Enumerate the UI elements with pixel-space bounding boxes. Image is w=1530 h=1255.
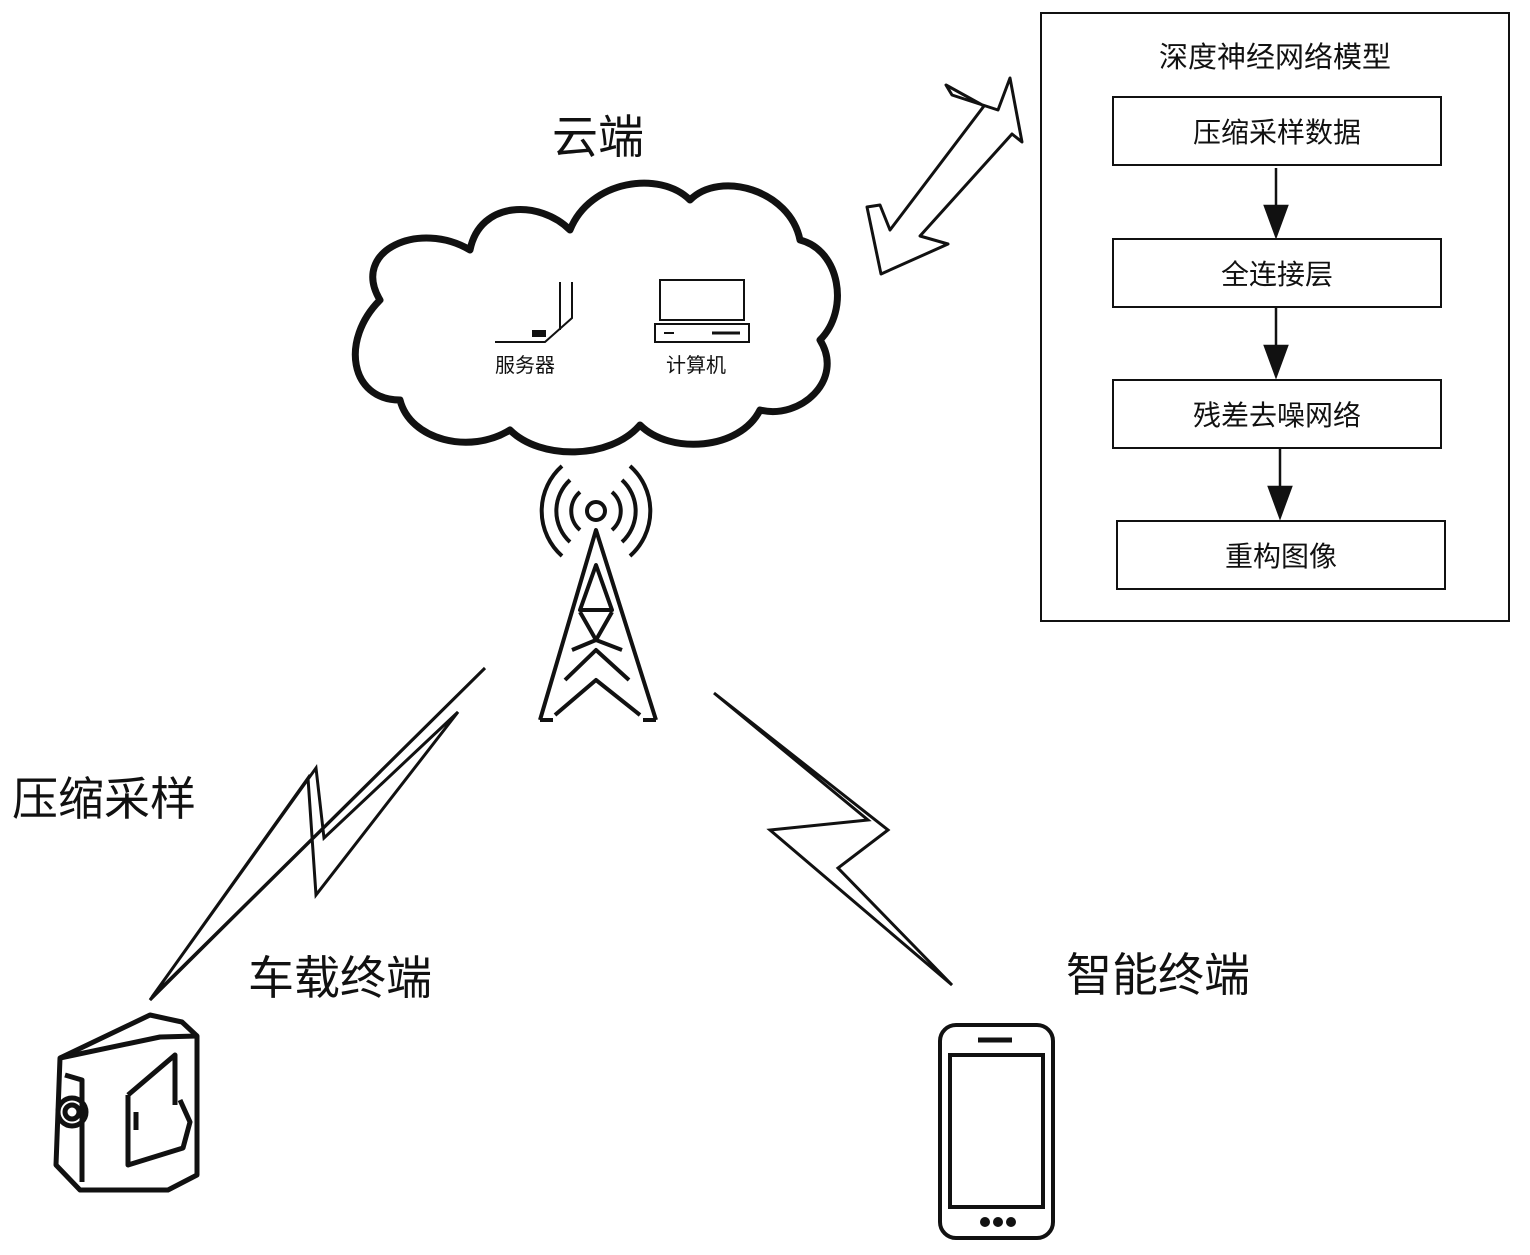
server-icon — [495, 282, 573, 343]
model-title: 深度神经网络模型 — [1158, 40, 1391, 74]
tower-icon — [538, 528, 658, 722]
compress-label: 压缩采样 — [12, 772, 196, 826]
computer-label: 计算机 — [666, 353, 726, 377]
step-reconstructed-image: 重构图像 — [1116, 520, 1446, 590]
flow-arrows — [1263, 168, 1293, 521]
phone-icon — [938, 1023, 1055, 1240]
smart-terminal-label: 智能终端 — [1066, 948, 1250, 1002]
model-panel: 深度神经网络模型 压缩采样数据 全连接层 残差去噪网络 重构图像 — [1040, 12, 1510, 622]
computer-icon — [654, 279, 750, 343]
lightning-bolt-right — [713, 691, 954, 987]
cloud-label: 云端 — [552, 110, 644, 164]
camera-icon — [53, 1012, 200, 1193]
step-residual-denoise: 残差去噪网络 — [1112, 379, 1442, 449]
vehicle-terminal-label: 车载终端 — [248, 951, 432, 1005]
step-compressed-data: 压缩采样数据 — [1112, 96, 1442, 166]
double-arrow — [865, 76, 1024, 276]
step-fully-connected: 全连接层 — [1112, 238, 1442, 308]
cloud-shape — [351, 179, 841, 456]
lightning-bolt-left — [148, 666, 487, 1002]
signal-waves-icon — [539, 464, 653, 558]
server-label: 服务器 — [495, 353, 555, 377]
